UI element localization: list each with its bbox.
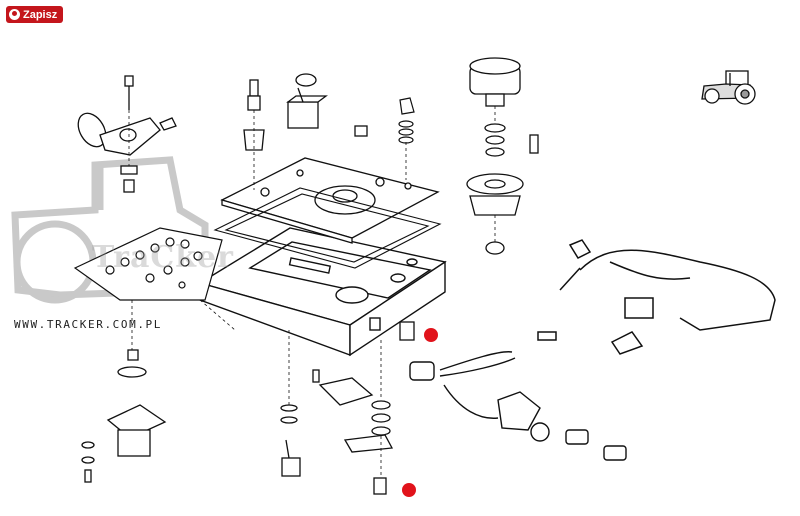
wiring-harness (537, 239, 776, 355)
left-lever-assembly (77, 75, 177, 193)
cable-connectors (409, 351, 627, 461)
save-button-label: Zapisz (23, 8, 58, 21)
leader-lines (128, 106, 496, 478)
toggle-switch-top (243, 73, 368, 151)
highlight-marker (402, 483, 416, 497)
pinterest-icon (9, 9, 20, 20)
watermark-url: WWW.TRACKER.COM.PL (14, 318, 163, 331)
watermark-brand: TraCker (92, 240, 234, 275)
lower-left-switch-base (81, 349, 167, 483)
lower-toggle-switches (280, 321, 415, 495)
gasket-plate (213, 187, 442, 269)
rotary-knob-assembly (466, 57, 539, 255)
washer-stack-center (398, 97, 415, 144)
highlight-marker (424, 328, 438, 342)
save-button[interactable]: Zapisz (6, 6, 64, 23)
left-gasket-plate (73, 227, 223, 301)
control-panel-housing (198, 227, 447, 357)
tractor-logo (701, 70, 756, 105)
